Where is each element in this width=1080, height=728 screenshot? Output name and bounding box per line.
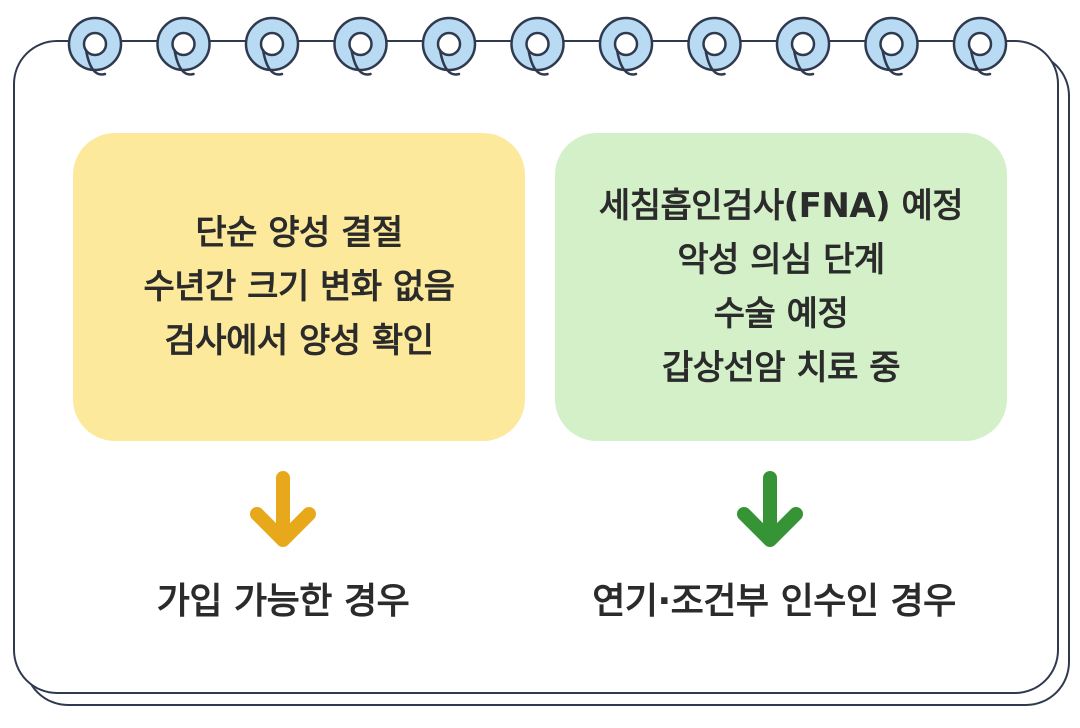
arrow-down-icon-shape	[737, 471, 803, 547]
spiral-binding-ring-icon	[864, 16, 919, 76]
spiral-binding-ring-icon	[421, 16, 477, 76]
suspicious-criteria-line: 갑상선암 치료 중	[661, 348, 901, 388]
suspicious-criteria-line: 세침흡인검사(FNA) 예정	[598, 186, 964, 226]
spiral-binding-ring-icon	[775, 16, 831, 76]
spiral-binding-ring-icon	[67, 16, 123, 76]
spiral-binding-ring-icon	[598, 16, 654, 76]
spiral-binding-ring-icon	[952, 16, 1008, 76]
spiral-binding-ring-icon	[687, 16, 742, 76]
suspicious-criteria-line: 악성 의심 단계	[677, 240, 885, 280]
result-deferred-conditional: 연기·조건부 인수인 경우	[592, 581, 956, 622]
suspicious-criteria-box: 세침흡인검사(FNA) 예정 악성 의심 단계 수술 예정 갑상선암 치료 중	[555, 133, 1007, 441]
spiral-binding-ring-icon	[156, 16, 211, 76]
spiral-binding-ring-icon	[244, 16, 300, 76]
spiral-binding-ring-icon	[333, 16, 388, 76]
arrow-down-icon	[250, 471, 316, 547]
benign-criteria-line: 수년간 크기 변화 없음	[143, 267, 455, 307]
spiral-binding	[67, 16, 1008, 76]
benign-criteria-line: 검사에서 양성 확인	[164, 321, 434, 361]
benign-criteria-line: 단순 양성 결절	[195, 213, 403, 253]
spiral-binding-ring-icon	[510, 16, 565, 76]
result-enrollment-possible: 가입 가능한 경우	[156, 581, 410, 622]
arrow-down-icon-shape	[250, 471, 316, 547]
benign-criteria-box: 단순 양성 결절 수년간 크기 변화 없음 검사에서 양성 확인	[73, 133, 525, 441]
suspicious-criteria-line: 수술 예정	[713, 294, 849, 334]
arrow-down-icon	[737, 471, 803, 547]
